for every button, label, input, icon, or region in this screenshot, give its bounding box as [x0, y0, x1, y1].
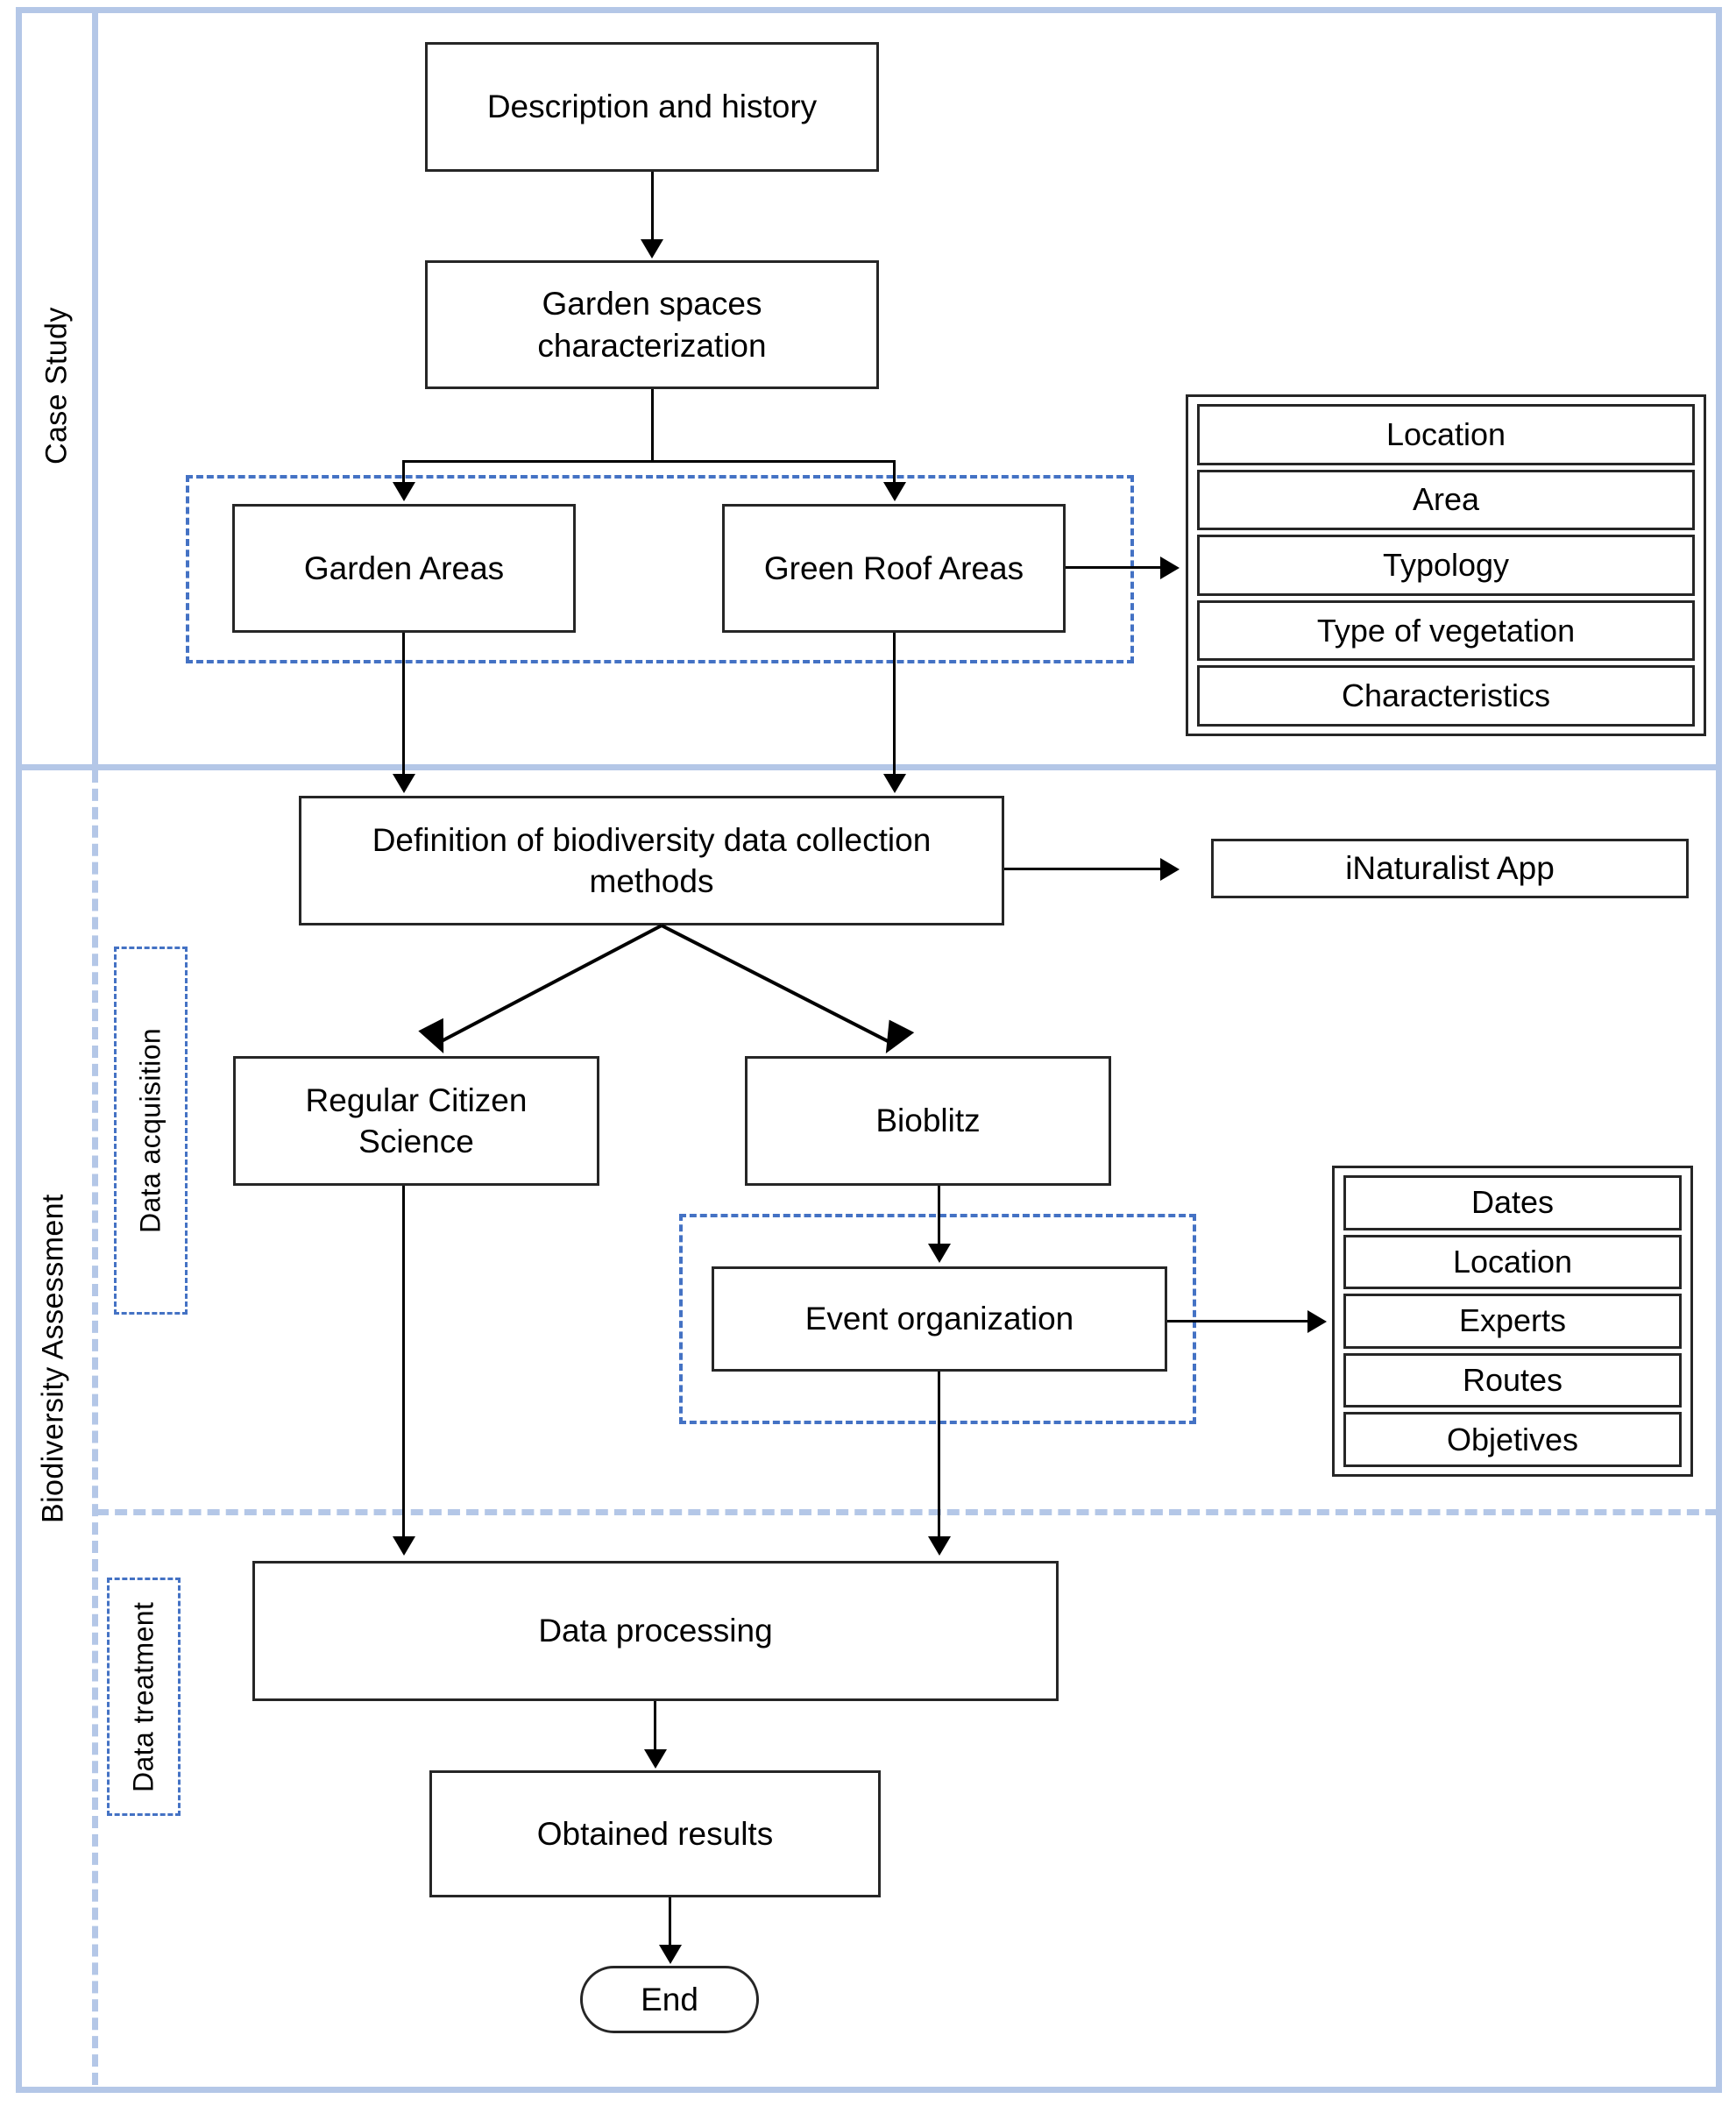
attribute-row-location: Location — [1197, 404, 1695, 465]
attribute-row-area: Area — [1197, 469, 1695, 531]
node-regular-citizen-science[interactable]: Regular Citizen Science — [233, 1056, 599, 1186]
arrowhead-garden-areas-to-definition — [393, 774, 415, 793]
node-garden-spaces-characterization[interactable]: Garden spaces characterization — [425, 260, 879, 389]
connector-bioblitz-to-event-organization — [938, 1186, 940, 1245]
connector-definition-to-regular-citizen-science — [418, 924, 663, 1054]
arrowhead-results-to-end — [659, 1945, 682, 1964]
arrowhead-to-garden-areas — [393, 482, 415, 501]
arrowhead-green-roof-to-definition — [883, 774, 906, 793]
node-event-organization[interactable]: Event organization — [712, 1266, 1167, 1372]
lane-label-divider-biodiversity — [92, 770, 98, 2085]
node-definition-collection-methods[interactable]: Definition of biodiversity data collecti… — [299, 796, 1004, 925]
frame-bottom-edge — [16, 2087, 1722, 2093]
attribute-row-dates: Dates — [1343, 1175, 1682, 1230]
arrowhead-bioblitz-to-event-organization — [928, 1244, 951, 1263]
connector-results-to-end — [669, 1897, 671, 1946]
sublane-box-data-acquisition — [114, 947, 188, 1315]
connector-garden-spaces-stem — [651, 389, 654, 461]
node-garden-areas[interactable]: Garden Areas — [232, 504, 576, 633]
attribute-row-event-location: Location — [1343, 1234, 1682, 1290]
frame-left-edge — [16, 7, 22, 2093]
group-garden-spaces — [186, 475, 1134, 663]
attribute-row-experts: Experts — [1343, 1294, 1682, 1349]
node-data-processing[interactable]: Data processing — [252, 1561, 1059, 1701]
connector-green-roof-to-attributes — [1066, 566, 1162, 569]
connector-bus-to-garden-areas — [402, 460, 405, 485]
connector-green-roof-to-definition — [893, 633, 896, 776]
arrowhead-to-green-roof-areas — [883, 482, 906, 501]
sublane-label-data-treatment: Data treatment — [127, 1601, 159, 1792]
attribute-row-typology: Typology — [1197, 535, 1695, 596]
node-end-terminator[interactable]: End — [580, 1966, 759, 2033]
arrowhead-to-space-attributes — [1160, 557, 1180, 579]
connector-split-bus — [402, 460, 895, 463]
connector-definition-to-bioblitz — [661, 924, 915, 1054]
connector-event-organization-to-data-processing — [938, 1372, 940, 1538]
frame-right-edge — [1716, 7, 1722, 2093]
arrowhead-citizen-science-to-data-processing — [393, 1536, 415, 1556]
connector-citizen-science-to-data-processing — [402, 1186, 405, 1538]
sublane-box-data-treatment — [107, 1578, 181, 1816]
node-bioblitz[interactable]: Bioblitz — [745, 1056, 1111, 1186]
arrowhead-event-to-data-processing — [928, 1536, 951, 1556]
lane-label-case-study: Case Study — [39, 307, 74, 464]
attribute-row-routes: Routes — [1343, 1352, 1682, 1408]
attribute-row-characteristics: Characteristics — [1197, 665, 1695, 727]
arrowhead-data-processing-to-results — [644, 1749, 667, 1769]
arrowhead-to-inaturalist — [1160, 858, 1180, 881]
connector-bus-to-green-roof — [893, 460, 896, 485]
connector-data-processing-to-results — [654, 1701, 656, 1751]
connector-event-organization-to-attributes — [1167, 1320, 1309, 1322]
connector-description-to-garden-spaces — [651, 172, 654, 241]
arrowhead-description-to-garden-spaces — [641, 239, 663, 259]
lane-label-biodiversity-assessment: Biodiversity Assessment — [36, 1194, 70, 1523]
connector-garden-areas-to-definition — [402, 633, 405, 776]
attribute-row-objetives: Objetives — [1343, 1412, 1682, 1467]
lane-separator-horizontal — [16, 764, 1722, 770]
sublane-label-data-acquisition: Data acquisition — [134, 1027, 167, 1234]
sublane-separator-dashed — [96, 1509, 1718, 1515]
arrowhead-to-event-attributes — [1307, 1310, 1327, 1333]
attribute-group-space-attributes: Location Area Typology Type of vegetatio… — [1186, 394, 1706, 736]
node-inaturalist-app[interactable]: iNaturalist App — [1211, 839, 1689, 898]
node-obtained-results[interactable]: Obtained results — [429, 1770, 881, 1897]
attribute-row-type-of-vegetation: Type of vegetation — [1197, 599, 1695, 662]
connector-definition-to-inaturalist — [1004, 868, 1162, 870]
node-description-history[interactable]: Description and history — [425, 42, 879, 172]
frame-top-edge — [16, 7, 1722, 13]
node-green-roof-areas[interactable]: Green Roof Areas — [722, 504, 1066, 633]
attribute-group-event-attributes: Dates Location Experts Routes Objetives — [1332, 1166, 1693, 1477]
lane-label-divider-case-study — [92, 7, 98, 768]
